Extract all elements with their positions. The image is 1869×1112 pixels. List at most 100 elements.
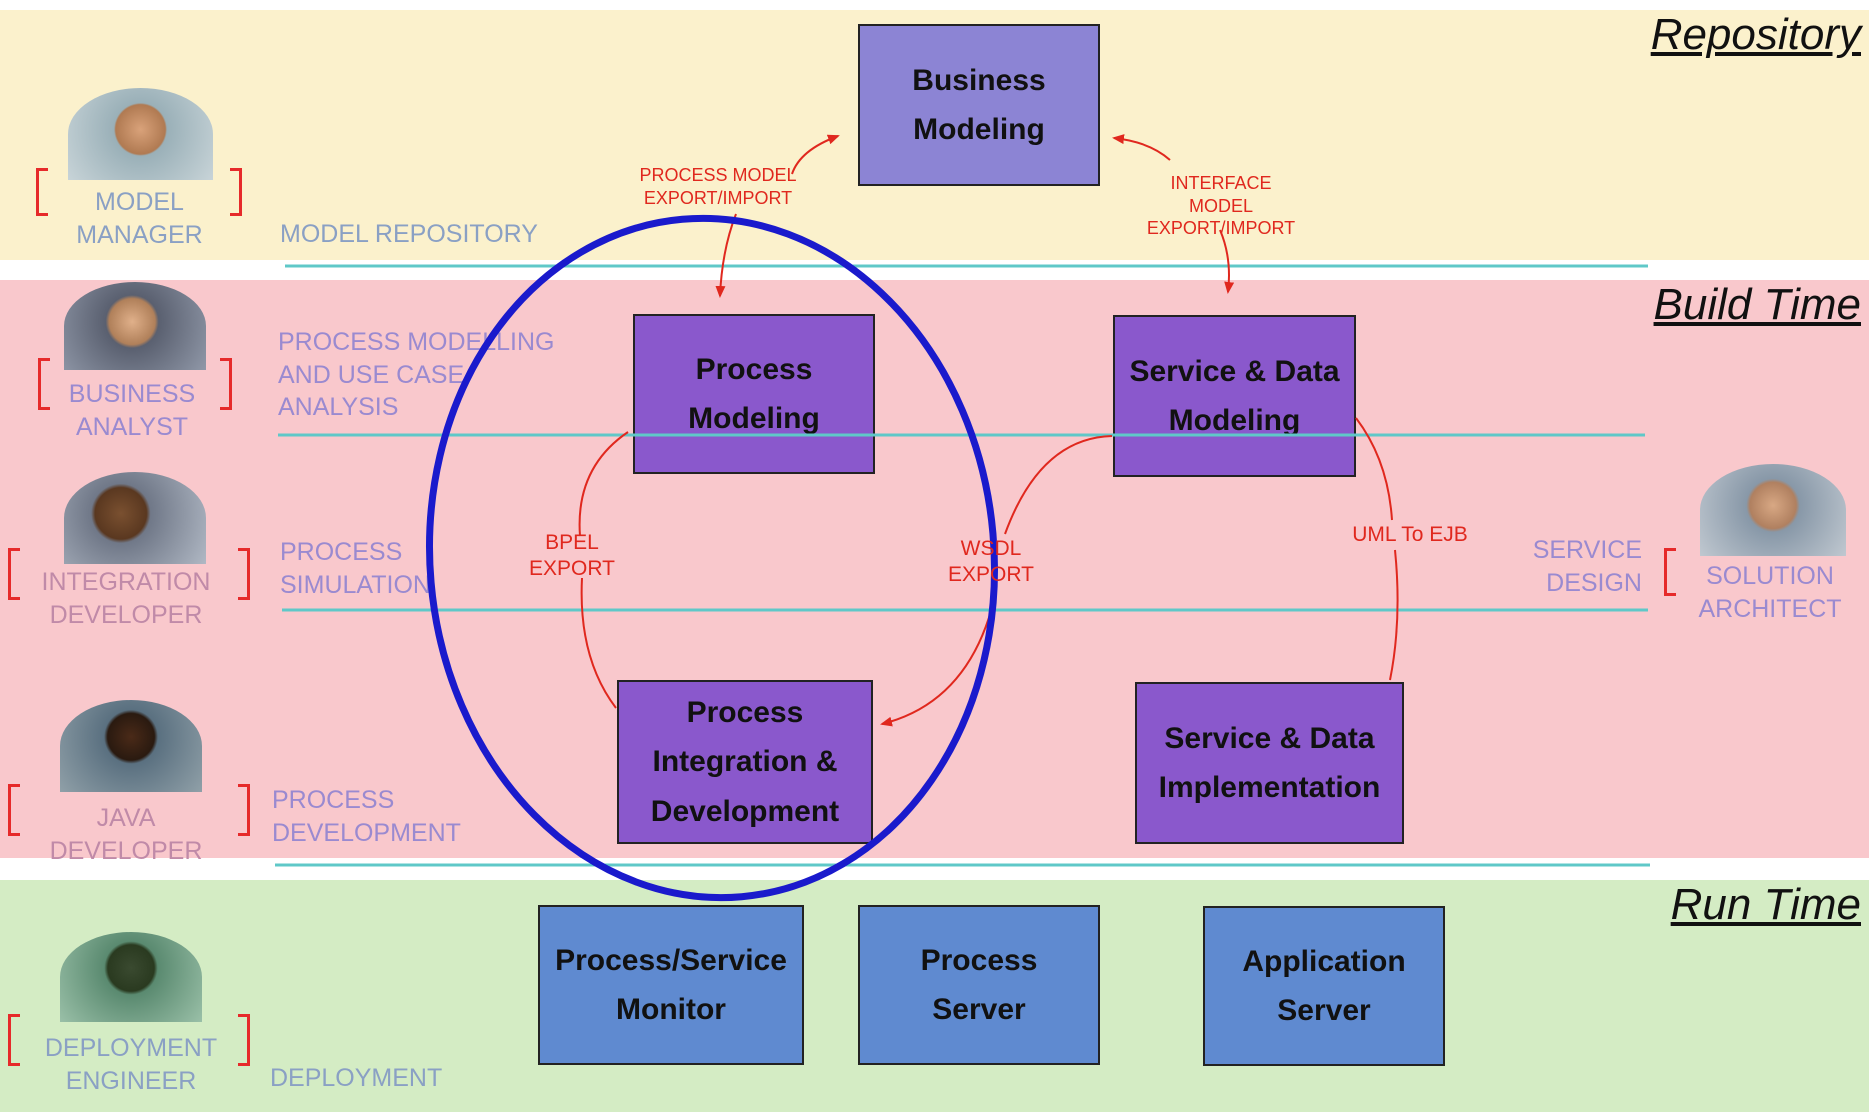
box-line: Business [912, 63, 1046, 97]
process-model-export-arrow [715, 213, 737, 298]
label-line: EXPORT/IMPORT [643, 187, 793, 208]
lane-line: PROCESS [272, 786, 395, 814]
lane-line: DESIGN [1546, 568, 1642, 597]
lane-deployment: DEPLOYMENT [270, 1064, 443, 1092]
role-line: ARCHITECT [1698, 594, 1842, 623]
lane-process-development: PROCESS DEVELOPMENT [272, 784, 461, 849]
label-line: MODEL [1188, 195, 1253, 216]
lane-line: SERVICE [1532, 536, 1642, 564]
label-line: EXPORT/IMPORT [1146, 218, 1296, 238]
lane-line: DEVELOPMENT [272, 818, 461, 847]
process-model-import-arrow [791, 134, 840, 175]
bracket-left [36, 168, 48, 216]
bpel-upper-line [578, 431, 629, 537]
bracket-right [230, 168, 242, 216]
bracket-right [220, 358, 232, 410]
bracket-left [8, 1014, 20, 1066]
lane-line: PROCESS [280, 538, 403, 566]
role-line: DEVELOPER [49, 600, 203, 629]
uml-lower-line [1389, 549, 1399, 681]
lane-line: PROCESS MODELLING [278, 328, 555, 356]
box-line: Process [920, 943, 1038, 977]
label-line: PROCESS MODEL [639, 165, 797, 185]
box-line: Modeling [913, 113, 1045, 146]
label-process-model-export: PROCESS MODEL EXPORT/IMPORT [628, 164, 808, 209]
label-wsdl-export: WSDL EXPORT [940, 536, 1042, 589]
wsdl-export-arrow [880, 595, 996, 727]
bracket-left [8, 548, 20, 600]
box-line: Server [1277, 994, 1371, 1027]
label-line: INTERFACE [1170, 173, 1272, 193]
java-developer-avatar [60, 700, 202, 792]
role-java-developer: JAVA DEVELOPER [26, 802, 226, 867]
box-line: Monitor [616, 993, 726, 1026]
bracket-right [238, 548, 250, 600]
bracket-left [1664, 548, 1676, 596]
label-line: EXPORT [948, 563, 1034, 587]
model-manager-avatar [68, 88, 213, 180]
role-line: ANALYST [75, 412, 189, 441]
label-line: EXPORT [529, 557, 615, 581]
role-line: MANAGER [76, 220, 203, 249]
label-bpel-export: BPEL EXPORT [522, 530, 622, 583]
label-line: WSDL [960, 537, 1022, 560]
box-line: Process [695, 352, 813, 386]
box-line: Process/Service [555, 943, 787, 977]
box-line: Application [1242, 944, 1406, 978]
label-interface-model-export: INTERFACE MODEL EXPORT/IMPORT [1130, 172, 1312, 240]
box-line: Modeling [688, 402, 820, 435]
box-line: Modeling [1168, 404, 1301, 437]
role-line: INTEGRATION [41, 568, 211, 596]
lane-line: AND USE CASE [278, 360, 465, 389]
box-line: Service & Data [1164, 721, 1375, 755]
role-line: DEPLOYMENT [44, 1034, 218, 1062]
run-time-title: Run Time [1670, 880, 1861, 929]
label-line: BPEL [545, 531, 599, 554]
lane-line: ANALYSIS [278, 393, 399, 421]
label-uml-to-ejb: UML To EJB [1352, 523, 1468, 546]
lane-process-modelling: PROCESS MODELLING AND USE CASE ANALYSIS [278, 326, 554, 424]
integration-developer-avatar [64, 472, 206, 564]
business-analyst-avatar [64, 282, 206, 370]
interface-model-import-arrow [1112, 134, 1171, 161]
interface-model-export-arrow [1219, 229, 1235, 294]
bracket-left [38, 358, 50, 410]
wsdl-upper-line [1004, 435, 1113, 535]
solution-architect-avatar [1700, 464, 1846, 556]
bracket-right [238, 1014, 250, 1066]
highlight-ellipse [426, 214, 998, 902]
role-integration-developer: INTEGRATION DEVELOPER [26, 566, 226, 631]
lane-model-repository: MODEL REPOSITORY [280, 220, 538, 248]
role-line: ENGINEER [65, 1066, 197, 1095]
bracket-right [238, 784, 250, 836]
box-line: Integration & [652, 745, 838, 779]
box-line: Server [932, 993, 1026, 1026]
role-line: DEVELOPER [49, 836, 203, 865]
lane-line: SIMULATION [280, 570, 431, 599]
lane-process-simulation: PROCESS SIMULATION [280, 536, 431, 601]
role-line: MODEL [95, 188, 184, 216]
bpel-lower-line [580, 577, 617, 709]
role-line: JAVA [96, 804, 156, 832]
uml-upper-line [1355, 417, 1393, 521]
role-line: SOLUTION [1706, 562, 1834, 590]
repository-title: Repository [1650, 10, 1861, 59]
box-line: Development [650, 794, 840, 828]
role-solution-architect: SOLUTION ARCHITECT [1680, 560, 1860, 625]
build-time-band: Build Time [0, 280, 1869, 858]
role-business-analyst: BUSINESS ANALYST [52, 378, 212, 443]
role-model-manager: MODEL MANAGER [62, 186, 217, 251]
role-deployment-engineer: DEPLOYMENT ENGINEER [26, 1032, 236, 1097]
box-line: Service & Data [1129, 354, 1340, 388]
box-line: Process [686, 695, 804, 729]
deployment-engineer-avatar [60, 932, 202, 1022]
